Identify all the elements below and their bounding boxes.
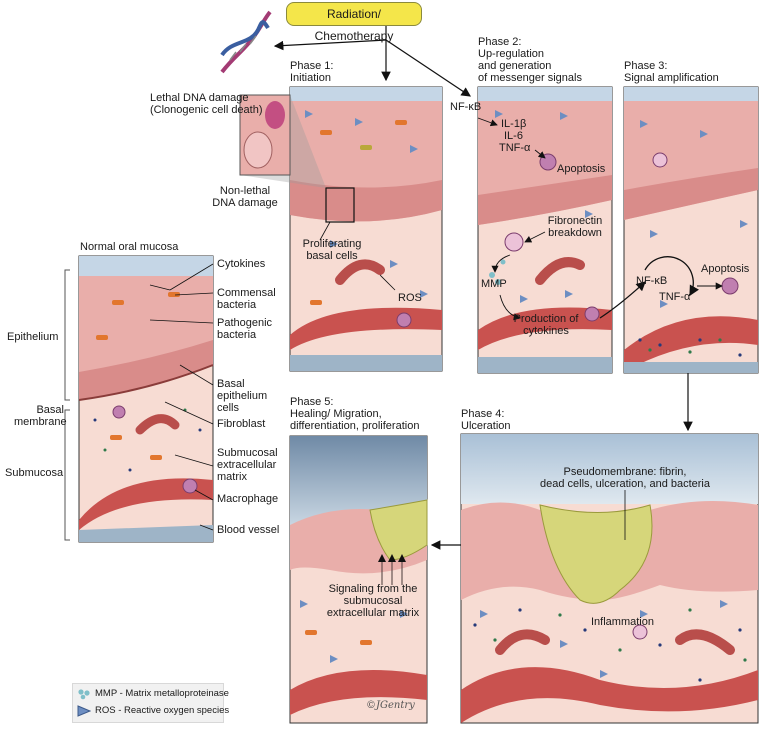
lethal-dna-text: Lethal DNA damage — [150, 92, 249, 104]
signaling-line3: extracellular matrix — [326, 607, 420, 619]
production-line1: Production of — [513, 313, 579, 325]
legend-mmp-row: MMP - Matrix metalloproteinase — [77, 688, 229, 700]
phase1-panel — [289, 86, 443, 372]
phase5-title: Phase 5: Healing/ Migration, differentia… — [290, 396, 419, 432]
phase3-title-line2: Signal amplification — [624, 72, 719, 84]
production-line2: cytokines — [523, 325, 569, 337]
artist-signature: ©JGentry — [366, 700, 415, 711]
fibronectin-line1: Fibronectin — [547, 215, 603, 227]
ecm-line3: matrix — [217, 471, 247, 483]
normal-mucosa-title: Normal oral mucosa — [80, 241, 179, 253]
nonlethal-dna-line2: DNA damage — [212, 197, 278, 209]
signaling-line2: submucosal — [343, 595, 403, 607]
phase4-title-line2: Ulceration — [461, 420, 511, 432]
il6-label: IL-6 — [504, 130, 523, 142]
flow-arrows — [273, 24, 693, 550]
pseudomembrane-label: Pseudomembrane: fibrin, dead cells, ulce… — [520, 466, 730, 490]
phase1-title-line1: Phase 1: — [290, 60, 334, 72]
phase2-nfkb-label: NF-κB — [450, 101, 482, 113]
ecm-line2: extracellular — [217, 459, 277, 471]
ecm-line1: Submucosal — [217, 447, 278, 459]
basal-ep-line2: epithelium — [217, 390, 268, 402]
phase5-title-line1: Phase 5: — [290, 396, 334, 408]
il1-label: IL-1β — [501, 118, 527, 130]
submucosa-label: Submucosa — [5, 467, 64, 479]
phase4-panel — [460, 433, 759, 724]
pathogenic-bacteria-label: Pathogenic bacteria — [217, 317, 272, 341]
signaling-line1: Signaling from the — [328, 583, 418, 595]
epithelium-label: Epithelium — [7, 331, 59, 343]
mmp-label: MMP — [481, 278, 507, 290]
proliferating-basal-label: Proliferating basal cells — [292, 238, 372, 262]
nonlethal-dna-line1: Non-lethal — [219, 185, 271, 197]
phase2-title-line1: Phase 2: — [478, 36, 522, 48]
basal-epithelium-label: Basal epithelium cells — [217, 378, 267, 414]
phase3-tnf-label: TNF-α — [659, 291, 691, 303]
dna-damage-inset — [239, 94, 326, 188]
phase5-panel — [289, 435, 428, 724]
legend-mmp-text: MMP - Matrix metalloproteinase — [95, 688, 229, 699]
basal-ep-line1: Basal — [217, 378, 245, 390]
phase2-apoptosis-label: Apoptosis — [557, 163, 606, 175]
commensal-line2: bacteria — [217, 299, 257, 311]
phase1-title-line2: Initiation — [290, 72, 331, 84]
fibronectin-line2: breakdown — [548, 227, 602, 239]
phase3-apoptosis-label: Apoptosis — [701, 263, 750, 275]
proliferating-line2: basal cells — [306, 250, 358, 262]
commensal-line1: Commensal — [217, 287, 276, 299]
phase2-title-line3: and generation — [478, 60, 552, 72]
pseudomembrane-line1: Pseudomembrane: fibrin, — [563, 466, 687, 478]
proliferating-line1: Proliferating — [302, 238, 362, 250]
basal-membrane-label: Basal membrane — [14, 404, 67, 428]
mmp-dots-icon — [78, 689, 90, 700]
pseudomembrane-line2: dead cells, ulceration, and bacteria — [540, 478, 710, 490]
pathogenic-line2: bacteria — [217, 329, 257, 341]
basal-membrane-line2: membrane — [14, 416, 67, 428]
fibroblast-label: Fibroblast — [217, 418, 266, 430]
phase5-title-line2: Healing/ Migration, — [290, 408, 382, 420]
blood-vessel-label: Blood vessel — [217, 524, 280, 536]
dna-helix-icon — [220, 10, 272, 74]
phase2-title: Phase 2: Up-regulation and generation of… — [478, 36, 582, 84]
phase3-panel — [623, 86, 759, 374]
cytokines-label: Cytokines — [217, 258, 266, 270]
basal-membrane-line1: Basal — [36, 404, 64, 416]
production-cytokines-label: Production of cytokines — [506, 313, 586, 337]
phase4-title: Phase 4: Ulceration — [461, 408, 511, 432]
signaling-label: Signaling from the submucosal extracellu… — [318, 583, 428, 619]
pathogenic-line1: Pathogenic — [217, 317, 273, 329]
commensal-bacteria-label: Commensal bacteria — [217, 287, 276, 311]
phase1-title: Phase 1: Initiation — [290, 60, 333, 84]
phase5-title-line3: differentiation, proliferation — [290, 420, 420, 432]
macrophage-label: Macrophage — [217, 493, 279, 505]
ros-triangle-icon — [77, 705, 91, 717]
phase3-nfkb-label: NF-κB — [636, 275, 668, 287]
phase2-tnf-label: TNF-α — [499, 142, 531, 154]
trigger-box: Radiation/ Chemotherapy — [286, 2, 422, 43]
inflammation-label: Inflammation — [591, 616, 654, 628]
normal-mucosa-panel — [64, 255, 214, 543]
ecm-label: Submucosal extracellular matrix — [217, 447, 278, 483]
ros-label: ROS — [398, 292, 422, 304]
fibronectin-label: Fibronectin breakdown — [540, 215, 610, 239]
lethal-dna-label: Lethal DNA damage (Clonogenic cell death… — [150, 92, 263, 116]
lethal-dna-subtext: (Clonogenic cell death) — [150, 104, 263, 116]
phase3-title-line1: Phase 3: — [624, 60, 668, 72]
basal-ep-line3: cells — [217, 402, 240, 414]
phase2-title-line2: Up-regulation — [478, 48, 545, 60]
legend-box: MMP - Matrix metalloproteinase ROS - Rea… — [72, 683, 229, 723]
phase4-title-line1: Phase 4: — [461, 408, 505, 420]
phase2-title-line4: of messenger signals — [478, 72, 582, 84]
legend-ros-row: ROS - Reactive oxygen species — [77, 705, 229, 717]
phase2-panel — [477, 86, 613, 374]
legend-ros-text: ROS - Reactive oxygen species — [95, 705, 230, 716]
phase3-title: Phase 3: Signal amplification — [624, 60, 719, 84]
nonlethal-dna-label: Non-lethal DNA damage — [205, 185, 285, 209]
trigger-label: Radiation/ Chemotherapy — [314, 7, 394, 43]
